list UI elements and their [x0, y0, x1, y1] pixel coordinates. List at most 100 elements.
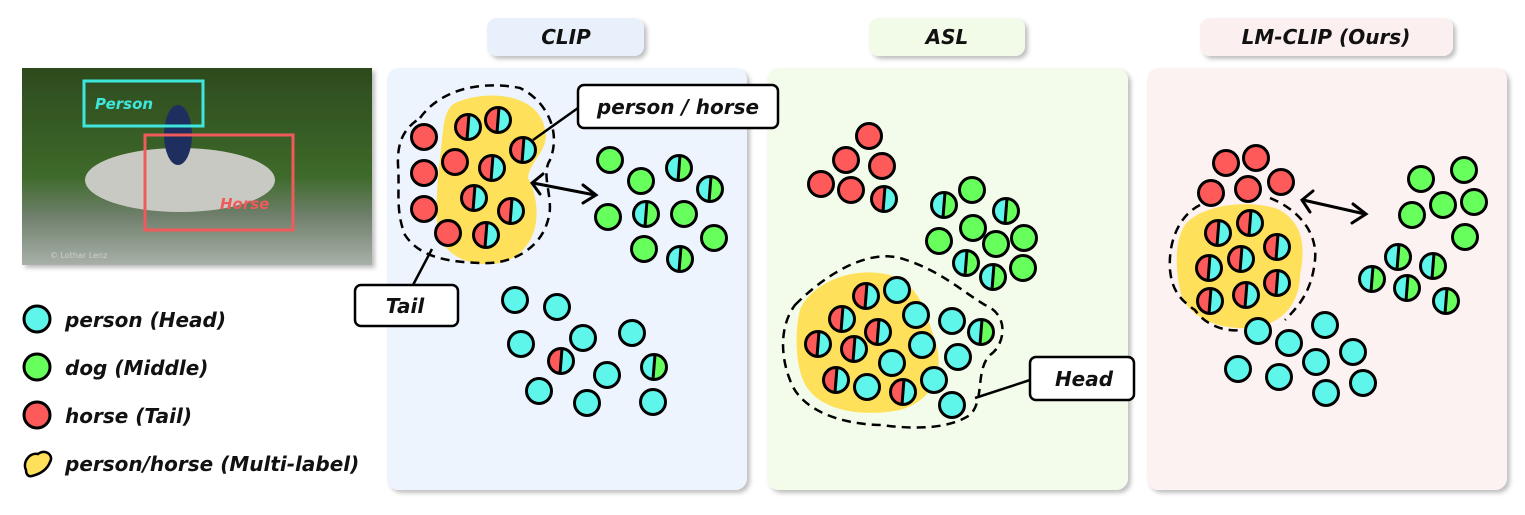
person-horse-point: [1196, 287, 1224, 315]
horse-tail-point: [1242, 144, 1270, 172]
dog-middle-point: [1407, 165, 1435, 193]
person-head-point: [853, 373, 881, 401]
person-head-point: [1265, 363, 1293, 391]
person-horse-point: [497, 197, 525, 225]
person-head-point: [902, 301, 930, 329]
dog-middle-point: [1451, 223, 1479, 251]
separation-arrow: [1299, 189, 1369, 225]
person-horse-point: [889, 378, 917, 406]
person-dog-point: [1419, 252, 1447, 280]
horse-tail-point: [441, 148, 469, 176]
person-head-point: [593, 361, 621, 389]
person-dog-point: [666, 245, 694, 273]
person-dog-point: [632, 200, 660, 228]
person-dog-point: [640, 353, 668, 381]
cyan-circle-icon: [22, 304, 52, 334]
person-dog-point: [665, 154, 693, 182]
horse-tail-point: [410, 123, 438, 151]
horse-tail-point: [832, 146, 860, 174]
green-circle-icon: [22, 352, 52, 382]
person-horse-point: [870, 185, 898, 213]
person-head-point: [944, 343, 972, 371]
dog-middle-point: [594, 203, 622, 231]
person-dog-point: [1432, 287, 1460, 315]
dog-middle-point: [630, 235, 658, 263]
legend-label-middle: dog (Middle): [65, 356, 208, 380]
person-bounding-box: [82, 79, 205, 128]
person-dog-point: [952, 249, 980, 277]
person-box-label: Person: [95, 95, 153, 113]
person-horse-point: [454, 113, 482, 141]
yellow-blob-icon: [23, 450, 53, 478]
person-head-point: [1302, 348, 1330, 376]
person-head-point: [883, 276, 911, 304]
dog-middle-point: [627, 167, 655, 195]
horse-tail-point: [410, 159, 438, 187]
head-cluster-outline: [781, 255, 1004, 429]
person-head-point: [1312, 379, 1340, 407]
dog-middle-point: [982, 230, 1010, 258]
horse-bounding-box: [143, 133, 295, 232]
horse-tail-point: [410, 195, 438, 223]
dog-middle-point: [1009, 254, 1037, 282]
person-horse-point: [804, 330, 832, 358]
person-horse-point: [864, 318, 892, 346]
person-dog-point: [1358, 265, 1386, 293]
person-head-point: [1275, 329, 1303, 357]
person-head-point: [1244, 317, 1272, 345]
horse-tail-point: [1267, 168, 1295, 196]
panel-asl: ASL: [767, 18, 1128, 490]
photo-watermark: © Lothar Lenz: [50, 251, 107, 260]
legend-label-multi: person/horse (Multi-label): [64, 452, 359, 476]
tail-cluster-outline: [396, 84, 556, 265]
person-dog-point: [979, 263, 1007, 291]
person-head-point: [938, 391, 966, 419]
person-horse-point: [484, 106, 512, 134]
panel-background: [387, 68, 747, 490]
person-head-point: [878, 349, 906, 377]
callout-leader: [974, 378, 1031, 400]
legend-label-head: person (Head): [64, 308, 226, 332]
person-horse-point: [509, 136, 537, 164]
panel-title-pill: [487, 18, 644, 56]
embedding-points: [410, 106, 1488, 419]
person-horse-point: [852, 282, 880, 310]
person-head-point: [1224, 355, 1252, 383]
horse-tail-point: [837, 176, 865, 204]
dog-middle-point: [925, 227, 953, 255]
person-head-point: [525, 377, 553, 405]
person-head-point: [938, 307, 966, 335]
legend: person (Head) dog (Middle) horse (Tail) …: [22, 304, 359, 478]
person-horse-point: [1195, 254, 1223, 282]
horse-tail-point: [1197, 179, 1225, 207]
person-head-point: [618, 319, 646, 347]
panel-title: CLIP: [541, 25, 591, 49]
horse-shape: [85, 148, 275, 212]
person-head-point: [573, 389, 601, 417]
person-horse-point: [822, 366, 850, 394]
legend-label-tail: horse (Tail): [65, 404, 192, 428]
person-horse-point: [478, 154, 506, 182]
person-horse-point: [1263, 269, 1291, 297]
person-head-point: [1311, 311, 1339, 339]
panel-title-pill: [1200, 18, 1453, 56]
person-head-point: [908, 331, 936, 359]
callout-leader: [532, 106, 579, 142]
person-head-point: [639, 388, 667, 416]
callout-box: [1028, 355, 1136, 402]
callout-tail: Tail: [386, 294, 426, 318]
person-dog-point: [1384, 243, 1412, 271]
panel-title: ASL: [924, 25, 969, 49]
panel-title-pill: [869, 18, 1025, 56]
dog-middle-point: [670, 200, 698, 228]
person-horse-point: [472, 221, 500, 249]
person-dog-point: [930, 191, 958, 219]
dog-middle-point: [1429, 191, 1457, 219]
dog-middle-point: [958, 176, 986, 204]
person-horse-point: [1227, 245, 1255, 273]
callout-leader: [411, 248, 434, 286]
tail-cluster-outline: [1168, 196, 1317, 332]
person-horse-point: [828, 305, 856, 333]
person-horse-point: [840, 335, 868, 363]
